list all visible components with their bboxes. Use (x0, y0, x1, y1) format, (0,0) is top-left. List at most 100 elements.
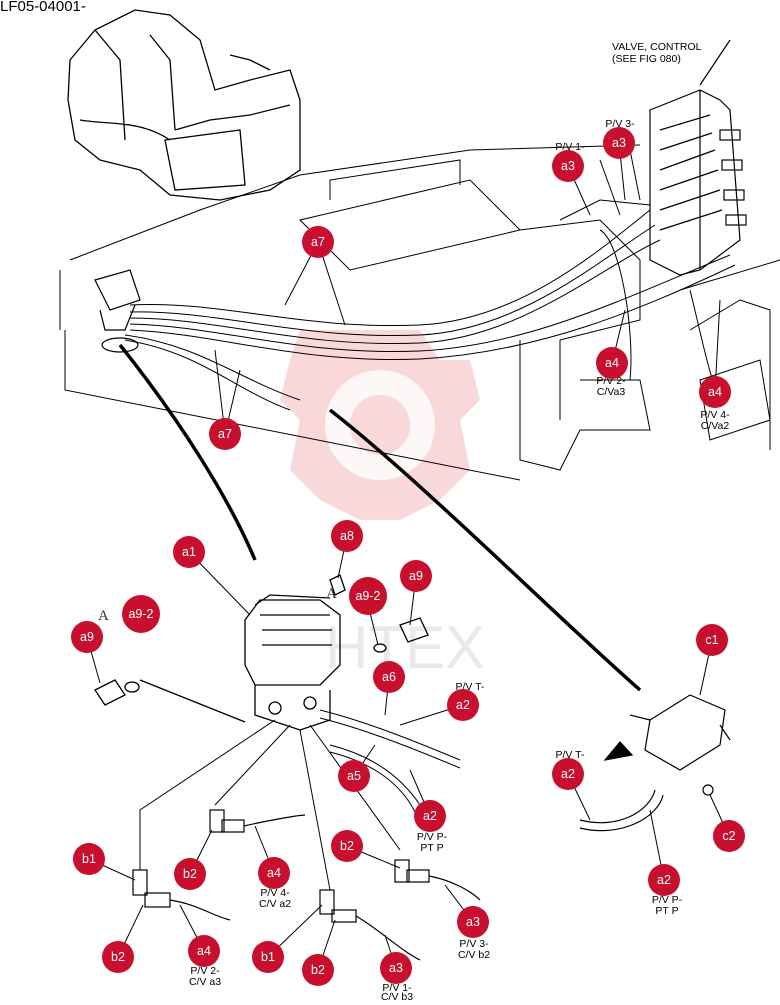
callout-a7-mid: a7 (209, 418, 241, 450)
callout-a4-low-b: a4 (188, 935, 220, 967)
port-pvt-right: P/V T- (556, 749, 585, 761)
callout-a4-low-a: a4 (258, 857, 290, 889)
callout-badge-circle (552, 150, 584, 182)
port-pv2-low-2: C/V a3 (189, 976, 221, 988)
port-pvp-mid-1: P/V P- (417, 831, 448, 843)
callout-badge-circle (173, 536, 205, 568)
callout-badge-circle (447, 689, 479, 721)
callout-a7-top: a7 (302, 226, 334, 258)
port-pv4-low-1: P/V 4- (260, 887, 290, 899)
callout-badge-label: a9 (80, 630, 94, 644)
pilot-hoses-detail (139, 709, 461, 891)
callout-badge-circle (252, 941, 284, 973)
valve-note: VALVE, CONTROL (SEE FIG 080) (612, 41, 702, 65)
leader-curve-right (328, 408, 642, 692)
pilot-valve-upper (94, 269, 141, 353)
callout-badge-label: a4 (708, 385, 722, 399)
callout-badge-circle (209, 418, 241, 450)
detail-a-label-mid: A (326, 586, 337, 602)
callout-badge-label: c2 (722, 829, 735, 843)
callout-badge-circle (552, 758, 584, 790)
callout-badge-label: a2 (561, 767, 575, 781)
port-pv1-low-2: C/V b3 (381, 991, 413, 1000)
port-pv4-line1: P/V 4- (700, 409, 730, 421)
callout-a2-right-top: a2 (552, 758, 584, 790)
callout-badge-circle (258, 857, 290, 889)
callout-badge-circle (302, 226, 334, 258)
callout-badge-label: b2 (340, 839, 354, 853)
callout-c1: c1 (696, 624, 728, 656)
callout-badge-label: a3 (389, 961, 403, 975)
callout-badge-circle (400, 560, 432, 592)
callout-a2-upper: a2 (447, 689, 479, 721)
callout-badge-label: a2 (456, 698, 470, 712)
callout-badge-circle (331, 520, 363, 552)
elbow-fittings (132, 809, 481, 961)
port-pv4-low-2: C/V a2 (259, 898, 291, 910)
callout-a9-2: a9-2 (122, 595, 160, 633)
port-pv4-line2: C/Va2 (701, 420, 730, 432)
callout-a2-right-bot: a2 (648, 864, 680, 896)
callout-badge-circle (71, 621, 103, 653)
detail-a-label-left: A (98, 608, 109, 624)
manifold-block (579, 694, 731, 832)
callout-badge-circle (648, 864, 680, 896)
page-title: LF05-04001- (0, 0, 86, 15)
callout-badge-circle (713, 820, 745, 852)
callout-badges: a3 a3 a7 a7 a4 a4 a1 a8 a9 a9 a9-2 a9-2 a6 a2 a5 a2 c1 a2… (71, 127, 745, 986)
callout-badge-circle (699, 376, 731, 408)
port-pv2-line1: P/V 2- (596, 375, 626, 387)
callout-badge-circle (373, 661, 405, 693)
callout-badge-label: a6 (382, 670, 396, 684)
callout-badge-circle (696, 624, 728, 656)
callout-badge-label: a9-2 (355, 589, 380, 603)
port-pvp-right-2: PT P (655, 905, 678, 917)
note-line-1: VALVE, CONTROL (612, 41, 702, 53)
callout-badge-label: a3 (466, 915, 480, 929)
callout-a4-mid-right: a4 (699, 376, 731, 408)
callout-badge-circle (457, 906, 489, 938)
callout-badge-label: a7 (311, 235, 325, 249)
callout-badge-label: a9-2 (128, 607, 153, 621)
callout-c2: c2 (713, 820, 745, 852)
port-labels: P/V 1- P/V 3- P/V 2- C/Va3 P/V 4- C/Va2 … (189, 118, 730, 1003)
control-valve (649, 39, 747, 276)
callout-badge-circle (302, 954, 334, 986)
callout-badge-circle (596, 347, 628, 379)
callout-badge-label: a2 (657, 873, 671, 887)
callout-badge-label: b2 (111, 950, 125, 964)
port-p1-top: P/V 1- (555, 141, 585, 153)
callout-b2-mid: b2 (331, 830, 363, 862)
callout-badge-circle (102, 941, 134, 973)
callout-a3-low-a: a3 (457, 906, 489, 938)
watermark-logo (280, 330, 480, 520)
callout-a4-mid-left: a4 (596, 347, 628, 379)
callout-badge-circle (603, 127, 635, 159)
callout-b2-mid-b: b2 (302, 954, 334, 986)
pilot-hoses-upper (124, 149, 736, 411)
callout-badge-circle (122, 595, 160, 633)
callout-a5: a5 (338, 760, 370, 792)
callout-badge-label: b2 (183, 867, 197, 881)
port-pv3-low-1: P/V 3- (459, 938, 489, 950)
port-pv3-low-2: C/V b2 (458, 949, 490, 961)
callout-badge-label: b1 (82, 852, 96, 866)
callout-a9-2-mid: a9-2 (349, 577, 387, 615)
callout-badge-label: a3 (561, 159, 575, 173)
callout-a8: a8 (331, 520, 363, 552)
callout-a9-right: a9 (400, 560, 432, 592)
callout-badge-label: a4 (197, 944, 211, 958)
callout-badge-circle (380, 952, 412, 984)
callout-b1-left: b1 (73, 843, 105, 875)
leader-curve-left (118, 343, 257, 561)
callout-badge-label: a4 (605, 356, 619, 370)
callout-a3-top-a: a3 (552, 150, 584, 182)
callout-badge-circle (414, 800, 446, 832)
callout-badge-circle (73, 843, 105, 875)
watermark-text: HTEX (325, 614, 485, 681)
machine-frame (59, 144, 780, 481)
callout-badge-label: a1 (182, 545, 196, 559)
port-pv2-low-1: P/V 2- (190, 965, 220, 977)
